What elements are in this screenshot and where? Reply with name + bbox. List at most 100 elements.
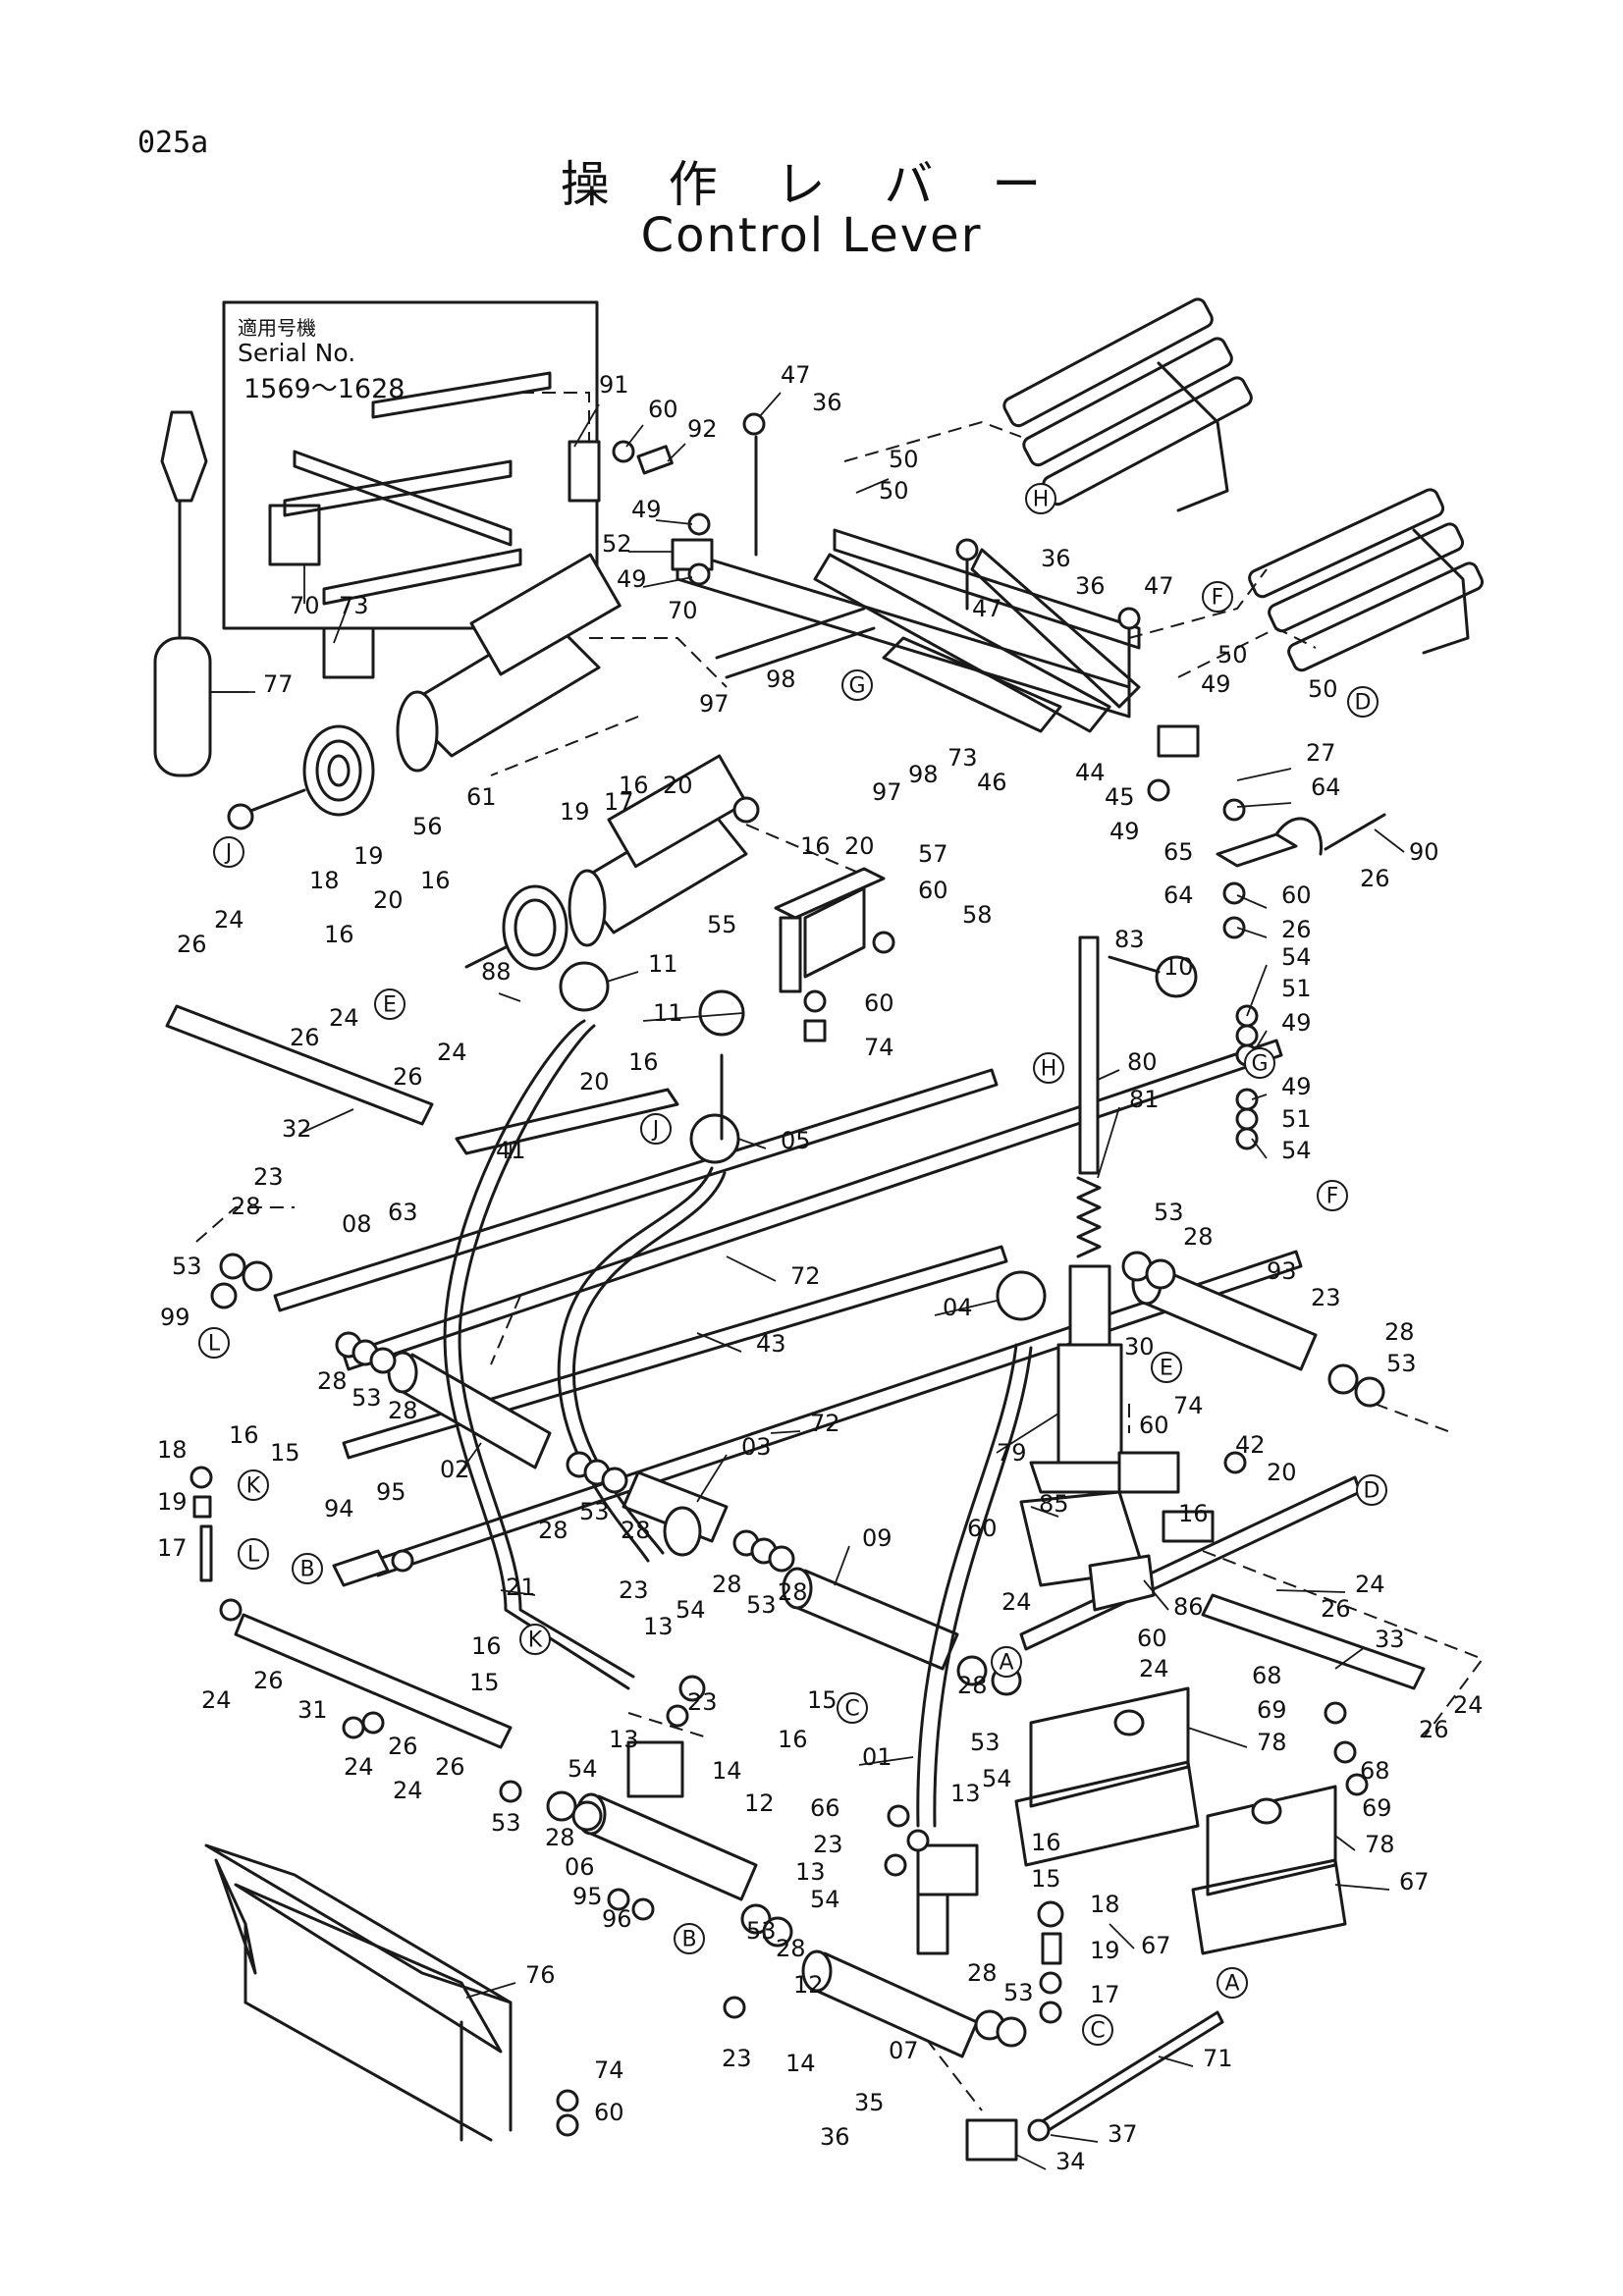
part-callout-49: 49 (1281, 1073, 1312, 1100)
part-callout-24: 24 (1001, 1588, 1032, 1616)
part-callout-50: 50 (889, 446, 919, 473)
part-callout-49: 49 (617, 565, 647, 593)
part-callout-53: 53 (1386, 1350, 1417, 1377)
part-callout-23: 23 (722, 2045, 752, 2072)
part-callout-34: 34 (1055, 2148, 1086, 2175)
part-callout-02: 02 (440, 1456, 470, 1483)
reference-marker-letter: C (844, 1697, 859, 1722)
part-callout-54: 54 (676, 1596, 706, 1624)
part-callout-26: 26 (290, 1024, 320, 1051)
part-callout-24: 24 (1453, 1691, 1484, 1719)
cylinder-55 (464, 754, 760, 971)
part-callout-53: 53 (746, 1917, 777, 1945)
cylinder-61 (227, 553, 622, 830)
part-callout-15: 15 (469, 1669, 500, 1696)
part-callout-58: 58 (962, 901, 993, 929)
part-callout-46: 46 (977, 769, 1007, 796)
part-callout-18: 18 (157, 1436, 188, 1464)
part-callout-49: 49 (1201, 670, 1231, 698)
part-callout-60: 60 (648, 396, 678, 423)
reference-marker-letter: E (1160, 1357, 1173, 1381)
reference-marker-h: H (1033, 1052, 1064, 1084)
reference-marker-circle (238, 1469, 269, 1501)
part-callout-60: 60 (1137, 1625, 1167, 1652)
page-number: 025a (137, 126, 209, 160)
part-callout-91: 91 (599, 371, 629, 399)
part-callout-45: 45 (1105, 783, 1135, 811)
part-callout-97: 97 (872, 778, 902, 806)
part-callout-15: 15 (1031, 1865, 1061, 1893)
reference-marker-b: B (292, 1553, 323, 1584)
reference-marker-letter: E (383, 993, 397, 1018)
part-callout-23: 23 (253, 1163, 284, 1191)
part-callout-60: 60 (967, 1515, 998, 1542)
reference-marker-circle (1317, 1180, 1348, 1211)
part-callout-32: 32 (282, 1115, 312, 1143)
reference-marker-circle (198, 1327, 230, 1359)
part-callout-19: 19 (560, 798, 590, 826)
reference-marker-letter: H (1033, 488, 1050, 512)
main-frame (671, 435, 1200, 758)
part-callout-49: 49 (1281, 1009, 1312, 1037)
part-callout-60: 60 (864, 989, 894, 1017)
part-callout-56: 56 (412, 813, 443, 840)
reference-marker-circle (841, 669, 873, 701)
part-callout-20: 20 (663, 772, 693, 799)
part-callout-86: 86 (1173, 1593, 1204, 1621)
reference-marker-letter: G (848, 674, 865, 699)
reference-marker-h: H (1025, 483, 1056, 514)
reference-marker-f: F (1202, 581, 1233, 613)
reference-marker-circle (292, 1553, 323, 1584)
part-callout-74: 74 (864, 1034, 894, 1061)
part-callout-24: 24 (393, 1777, 423, 1804)
part-callout-78: 78 (1257, 1729, 1287, 1756)
reference-marker-e: E (374, 988, 406, 1020)
part-callout-16: 16 (324, 921, 354, 948)
part-callout-28: 28 (621, 1517, 651, 1544)
part-callout-47: 47 (972, 595, 1002, 622)
part-callout-55: 55 (707, 911, 737, 938)
part-callout-69: 69 (1257, 1696, 1287, 1724)
spool-valves-upper (1002, 297, 1253, 512)
part-callout-60: 60 (1281, 881, 1312, 909)
lever-04-01 (916, 1270, 1047, 1828)
part-callout-19: 19 (353, 842, 384, 870)
reference-marker-a: A (1217, 1967, 1248, 1999)
part-callout-24: 24 (329, 1004, 359, 1032)
part-callout-03: 03 (741, 1433, 772, 1461)
part-callout-93: 93 (1267, 1257, 1297, 1285)
part-callout-65: 65 (1163, 838, 1194, 866)
part-callout-24: 24 (1139, 1655, 1169, 1682)
part-callout-69: 69 (1362, 1794, 1392, 1822)
rubber-mount-2 (1191, 1785, 1347, 1955)
part-callout-78: 78 (1365, 1831, 1395, 1858)
part-callout-53: 53 (1154, 1199, 1184, 1226)
part-callout-98: 98 (766, 666, 796, 693)
part-callout-95: 95 (376, 1478, 406, 1506)
part-callout-54: 54 (568, 1755, 598, 1783)
reference-marker-letter: J (651, 1118, 660, 1143)
part-callout-15: 15 (807, 1686, 838, 1714)
part-callout-16: 16 (619, 772, 649, 799)
reference-marker-d: D (1347, 686, 1379, 718)
part-callout-81: 81 (1129, 1086, 1160, 1113)
reference-marker-circle (1356, 1474, 1387, 1506)
part-callout-28: 28 (957, 1672, 988, 1699)
part-callout-79: 79 (997, 1439, 1027, 1467)
reference-marker-circle (640, 1113, 672, 1145)
reference-marker-circle (1217, 1967, 1248, 1999)
part-callout-95: 95 (572, 1883, 603, 1910)
part-callout-28: 28 (545, 1824, 575, 1851)
part-callout-28: 28 (778, 1578, 808, 1606)
part-callout-72: 72 (810, 1410, 840, 1437)
part-callout-26: 26 (253, 1667, 284, 1694)
part-callout-13: 13 (950, 1780, 981, 1807)
part-callout-53: 53 (970, 1729, 1001, 1756)
part-callout-73: 73 (339, 592, 369, 619)
reference-marker-j: J (640, 1113, 672, 1145)
part-callout-23: 23 (619, 1576, 649, 1604)
part-callout-36: 36 (1041, 545, 1071, 572)
part-callout-23: 23 (687, 1688, 718, 1716)
